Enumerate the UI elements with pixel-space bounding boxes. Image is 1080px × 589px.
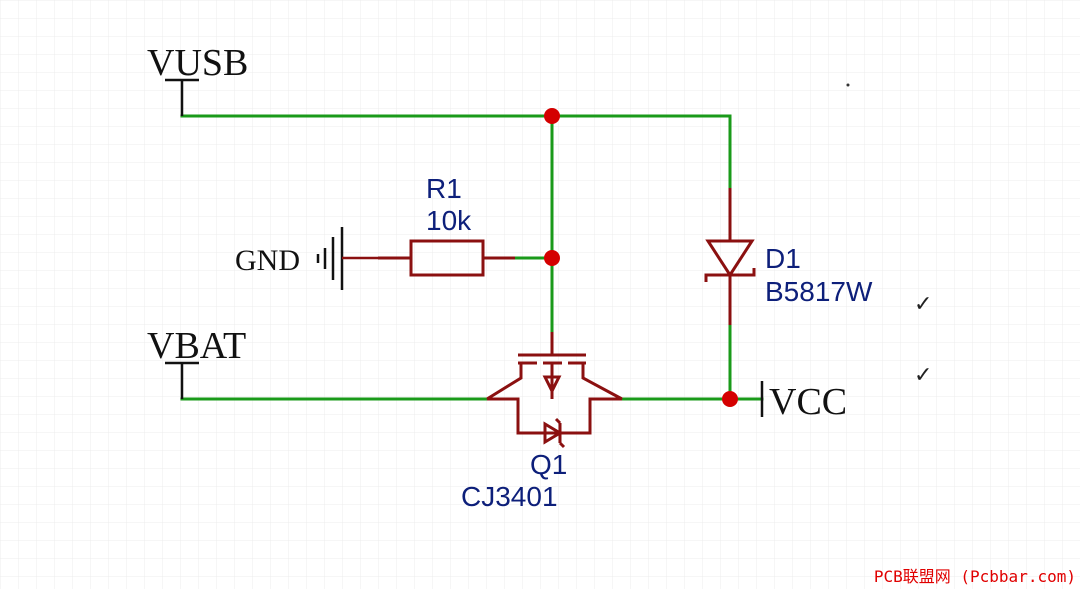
d1-designator: D1 (765, 243, 801, 274)
q1-designator: Q1 (530, 449, 567, 480)
stray-dot (846, 83, 850, 87)
vbat-port (165, 361, 199, 399)
wires (180, 114, 764, 401)
q1-mosfet (486, 332, 623, 449)
check-mark-1: ✓ (914, 291, 932, 316)
check-mark-2: ✓ (914, 362, 932, 387)
q1-value: CJ3401 (461, 481, 558, 512)
vbat-net-label: VBAT (147, 325, 246, 367)
wire-vusb-rail (180, 114, 732, 190)
ground-symbol (316, 227, 378, 290)
junction-r1-gate (544, 250, 560, 266)
junction-vusb (544, 108, 560, 124)
r1-value: 10k (426, 205, 472, 236)
junctions (544, 108, 738, 407)
r1-designator: R1 (426, 173, 462, 204)
r1-resistor (378, 239, 515, 277)
d1-value: B5817W (765, 276, 873, 307)
gnd-net-label: GND (235, 244, 300, 277)
d1-diode (704, 188, 756, 325)
vcc-net-label: VCC (769, 381, 847, 423)
watermark-text: PCB联盟网 (Pcbbar.com) (874, 567, 1076, 586)
junction-vcc (722, 391, 738, 407)
q1-arrow-icon (542, 375, 562, 395)
vusb-net-label: VUSB (147, 42, 248, 84)
vusb-port (165, 78, 199, 116)
